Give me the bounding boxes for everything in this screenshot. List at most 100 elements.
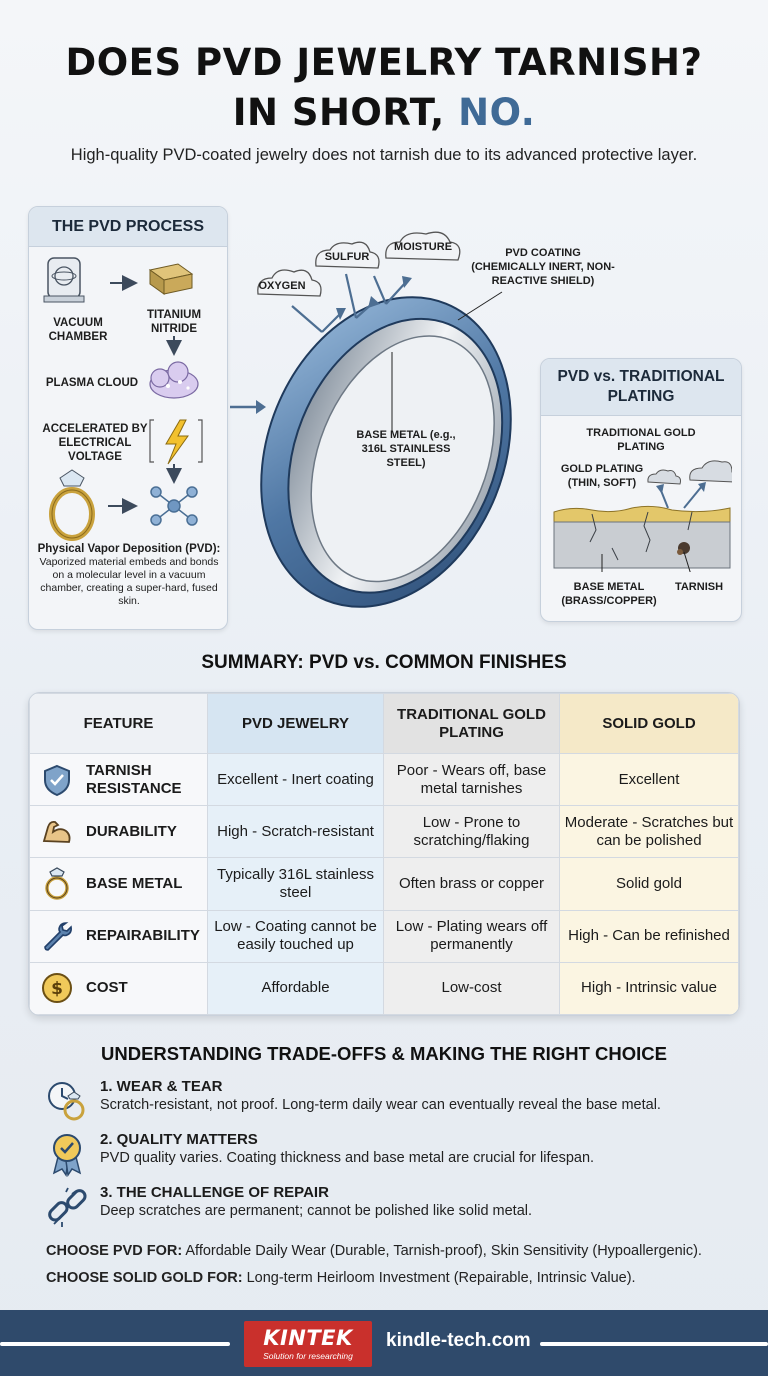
cloud-small-icon [647,469,681,485]
feature-label: REPAIRABILITY [86,927,200,945]
tradeoff-body: Scratch-resistant, not proof. Long-term … [100,1097,661,1113]
broken-link-icon [48,1187,87,1227]
ring-icon [45,867,69,900]
shield-check-icon [44,764,70,796]
plating-base-metal-label: BASE METAL (BRASS/COPPER) [561,581,657,607]
title-answer: NO. [458,91,536,134]
ring-base-metal-label: BASE METAL (e.g., 316L STAINLESS STEEL) [356,429,456,469]
tradeoff-title: 3. THE CHALLENGE OF REPAIR [100,1184,329,1201]
pvd-definition: Physical Vapor Deposition (PVD): Vaporiz… [34,543,224,608]
table-row: DURABILITY High - Scratch-resistant Low … [29,805,739,859]
header-gold: SOLID GOLD [559,693,739,754]
tradeoff-title: 1. WEAR & TEAR [100,1078,223,1095]
tradeoff-item: 3. THE CHALLENGE OF REPAIR Deep scratche… [44,1184,744,1227]
gold-ring-icon [49,469,95,541]
wrench-icon [44,922,72,951]
process-to-ring-arrow [230,400,266,414]
plasma-cloud-label: PLASMA CLOUD [45,377,139,389]
gold-cell: Solid gold [559,857,739,911]
table-row: REPAIRABILITY Low - Coating cannot be ea… [29,909,739,963]
header-pvd: PVD JEWELRY [207,693,384,754]
title-line-1: DOES PVD JEWELRY TARNISH? [65,41,703,84]
pvd-coating-label: PVD COATING (CHEMICALLY INERT, NON-REACT… [471,247,615,287]
feature-label: TARNISH RESISTANCE [86,761,182,797]
gold-cell: High - Can be refinished [559,909,739,963]
header-plating: TRADITIONAL GOLD PLATING [383,693,560,754]
dollar-coin-icon: $ [42,973,72,1004]
summary-title: SUMMARY: PVD vs. COMMON FINISHES [201,652,567,673]
tradeoff-body: PVD quality varies. Coating thickness an… [100,1150,595,1166]
sulfur-cloud-icon [315,241,380,269]
molecule-icon [150,486,198,526]
svg-text:$: $ [51,979,63,999]
summary-table: FEATURE PVD JEWELRY TRADITIONAL GOLD PLA… [28,692,740,1016]
gold-cell: High - Intrinsic value [559,961,739,1015]
tradeoff-title: 2. QUALITY MATTERS [100,1131,258,1148]
feature-label: BASE METAL [86,874,183,892]
deflection-arrows [291,273,407,333]
table-row: $ COST Affordable Low-cost High - Intrin… [29,961,739,1015]
feature-label: COST [86,979,128,997]
pvd-cell: Affordable [207,961,384,1015]
plating-cell: Poor - Wears off, base metal tarnishes [383,752,560,807]
pvd-cell: Typically 316L stainless steel [207,857,384,911]
choose-gold-line: CHOOSE SOLID GOLD FOR: Long-term Heirloo… [46,1270,636,1286]
plasma-cloud-icon [149,361,199,399]
logo-brand: KINTEK [263,1326,353,1350]
table-row: BASE METAL Typically 316L stainless stee… [29,857,739,911]
tradeoff-item: 2. QUALITY MATTERS PVD quality varies. C… [44,1131,744,1177]
moisture-label: MOISTURE [393,241,453,253]
moisture-cloud-icon [385,231,461,261]
pvd-cell: Low - Coating cannot be easily touched u… [207,909,384,963]
award-badge-icon [52,1134,82,1177]
muscle-arm-icon [42,820,71,843]
vacuum-chamber-label: VACUUM CHAMBER [48,317,108,343]
feature-label: DURABILITY [86,822,177,840]
table-row: TARNISH RESISTANCE Excellent - Inert coa… [29,752,739,807]
footer-divider-left [0,1342,230,1346]
vacuum-chamber-icon [43,257,85,303]
tarnish-label: TARNISH [674,581,724,593]
accelerated-label: ACCELERATED BY ELECTRICAL VOLTAGE [42,423,148,463]
plating-cell: Low - Prone to scratching/flaking [383,805,560,859]
pvd-cell: Excellent - Inert coating [207,752,384,807]
sulfur-label: SULFUR [324,251,370,263]
pvd-definition-title: Physical Vapor Deposition (PVD): [37,543,221,555]
website-link[interactable]: kindle-tech.com [386,1330,531,1351]
choose-gold-label: CHOOSE SOLID GOLD FOR: [46,1270,243,1286]
title-line-2: IN SHORT, NO. [0,88,768,138]
oxygen-cloud-icon [257,269,322,297]
clock-ring-icon [48,1082,85,1121]
plating-cell: Low - Plating wears off permanently [383,909,560,963]
kintek-logo[interactable]: KINTEK Solution for researching [244,1321,372,1367]
choose-pvd-text: Affordable Daily Wear (Durable, Tarnish-… [182,1243,702,1259]
traditional-plating-heading: PVD vs. TRADITIONAL PLATING [541,359,741,416]
tradeoff-item: 1. WEAR & TEAR Scratch-resistant, not pr… [44,1078,744,1121]
choose-gold-text: Long-term Heirloom Investment (Repairabl… [242,1270,636,1286]
pvd-definition-body: Vaporized material embeds and bonds on a… [39,556,219,607]
tradeoffs-title: UNDERSTANDING TRADE-OFFS & MAKING THE RI… [101,1043,667,1064]
traditional-gold-plating-label: TRADITIONAL GOLD PLATING [586,427,696,453]
lightning-icon [149,419,203,465]
oxygen-label: OXYGEN [258,280,306,292]
traditional-plating-panel: PVD vs. TRADITIONAL PLATING [540,358,742,622]
logo-tagline: Solution for researching [263,1351,353,1361]
plating-cell: Low-cost [383,961,560,1015]
footer: KINTEK Solution for researching kindle-t… [0,1310,768,1376]
header-feature: FEATURE [29,693,208,754]
title-prefix: IN SHORT, [232,91,459,134]
plating-cross-section [553,460,732,572]
gold-plating-label: GOLD PLATING (THIN, SOFT) [560,463,644,489]
choose-pvd-label: CHOOSE PVD FOR: [46,1243,183,1259]
plating-cell: Often brass or copper [383,857,560,911]
pvd-cell: High - Scratch-resistant [207,805,384,859]
ring-shape [260,296,512,608]
tradeoff-body: Deep scratches are permanent; cannot be … [100,1203,533,1219]
gold-cell: Excellent [559,752,739,807]
subtitle: High-quality PVD-coated jewelry does not… [70,146,698,164]
choose-pvd-line: CHOOSE PVD FOR: Affordable Daily Wear (D… [46,1243,702,1259]
pvd-ring-illustration [257,231,512,608]
pvd-process-diagram [43,257,203,541]
pvd-process-heading: THE PVD PROCESS [29,207,227,247]
cloud-large-icon [689,460,732,483]
